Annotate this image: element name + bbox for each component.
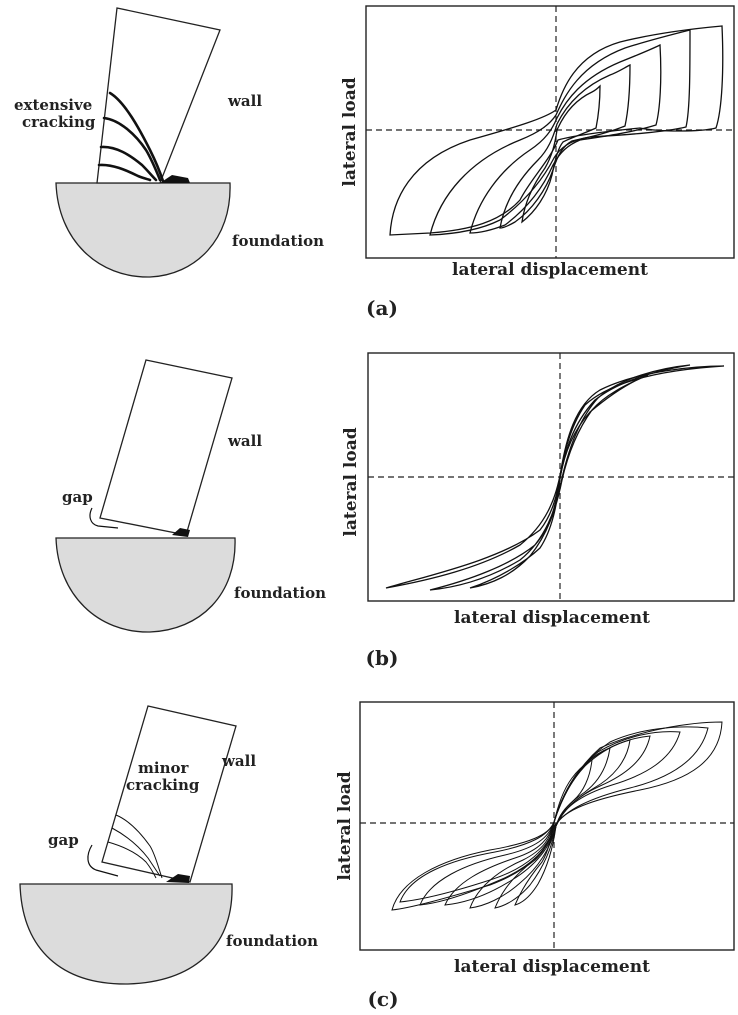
chart-frame-a xyxy=(365,5,735,259)
panel-b: gap wall foundation lateral load lateral… xyxy=(55,352,735,670)
toe-crush-a xyxy=(160,175,190,183)
loop-a-1 xyxy=(429,29,691,236)
wall-b xyxy=(99,359,233,536)
hysteresis-loops-b xyxy=(385,364,725,591)
loop-b-1 xyxy=(385,365,725,589)
foundation-b xyxy=(55,537,236,633)
xlabel-b: lateral displacement xyxy=(454,608,650,628)
loop-c-5 xyxy=(469,739,631,909)
hysteresis-loops-c xyxy=(391,721,723,911)
gap-leader-b xyxy=(89,507,119,529)
panel-c: gap minor cracking wall foundation later… xyxy=(19,701,735,1011)
loop-a-4 xyxy=(521,84,601,224)
loop-b-3 xyxy=(469,374,649,589)
loop-a-envelope xyxy=(389,25,724,236)
loop-c-7 xyxy=(514,759,593,906)
minor-cracks xyxy=(107,814,163,879)
chart-frame-c xyxy=(359,701,735,951)
gap-leader-c xyxy=(87,844,119,877)
foundation-label-a: foundation xyxy=(232,232,324,250)
crack-label-c-2: cracking xyxy=(126,776,200,794)
wall-label-a: wall xyxy=(227,92,262,110)
loop-c-4 xyxy=(444,735,651,906)
gap-label-c: gap xyxy=(48,831,79,849)
loop-b-2 xyxy=(429,364,691,591)
loop-c-2 xyxy=(399,726,709,903)
wall-label-c: wall xyxy=(221,752,256,770)
panel-a: extensive cracking wall foundation later… xyxy=(14,5,735,320)
foundation-a xyxy=(55,182,231,278)
crack-label-a-1: extensive xyxy=(14,96,92,114)
foundation-label-b: foundation xyxy=(234,584,326,602)
xlabel-a: lateral displacement xyxy=(452,260,648,280)
hysteresis-loops-a xyxy=(389,25,724,236)
ylabel-a: lateral load xyxy=(340,77,360,186)
xlabel-c: lateral displacement xyxy=(454,957,650,977)
loop-c-6 xyxy=(494,747,611,909)
toe-crush-c xyxy=(166,874,190,883)
wall-label-b: wall xyxy=(227,432,262,450)
caption-c: (c) xyxy=(367,987,398,1011)
loop-c-1 xyxy=(391,721,723,911)
extensive-cracks xyxy=(97,91,165,183)
foundation-c xyxy=(19,883,233,985)
crack-label-c-1: minor xyxy=(138,759,189,777)
caption-b: (b) xyxy=(366,646,399,670)
wall-c xyxy=(101,705,237,883)
foundation-label-c: foundation xyxy=(226,932,318,950)
loop-a-3 xyxy=(499,63,631,229)
crack-label-a-2: cracking xyxy=(22,113,96,131)
loop-c-3 xyxy=(419,731,681,906)
caption-a: (a) xyxy=(366,296,398,320)
gap-label-b: gap xyxy=(62,488,93,506)
loop-a-2 xyxy=(469,43,662,234)
toe-crush-b xyxy=(172,528,190,537)
ylabel-c: lateral load xyxy=(335,771,355,880)
ylabel-b: lateral load xyxy=(341,427,361,536)
